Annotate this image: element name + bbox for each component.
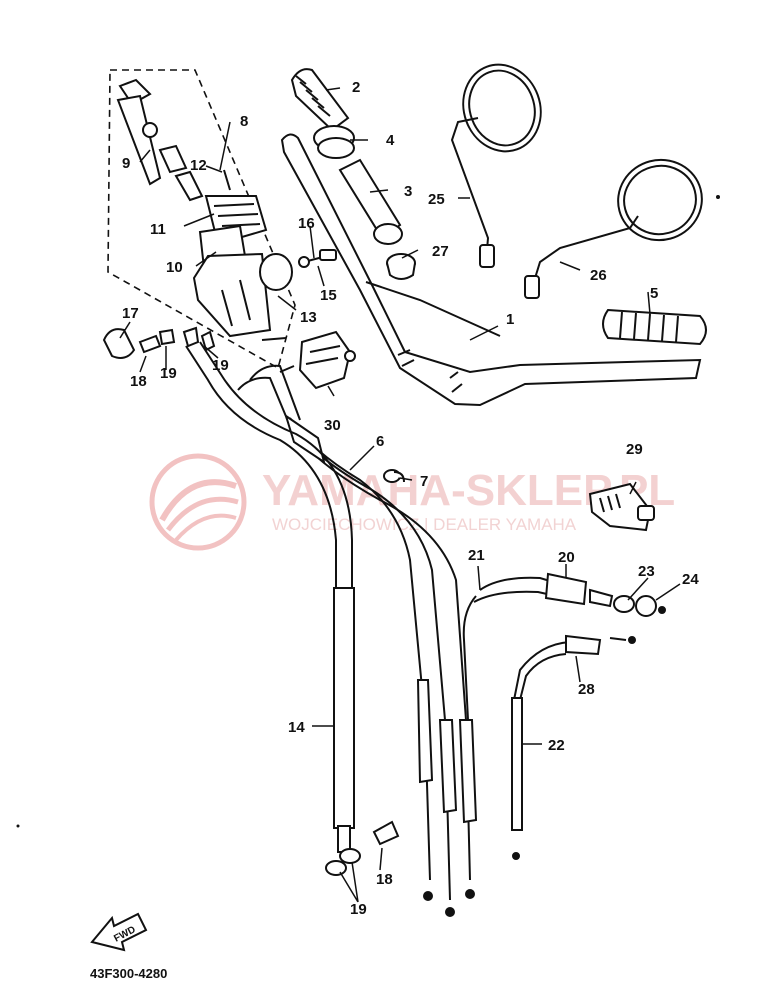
- callout-labels: 1 2 3 4 5 6 7 8 9 10 11 12 13 14 15 16 1…: [122, 79, 699, 918]
- callout-19-right: 19: [212, 357, 229, 374]
- callout-23: 23: [638, 563, 655, 580]
- callout-9: 9: [122, 155, 130, 172]
- switch-parts: [116, 78, 293, 338]
- callout-13: 13: [300, 309, 317, 326]
- throttle-housing: [261, 330, 356, 390]
- callout-19-bottom: 19: [350, 901, 367, 918]
- watermark-subtitle: WOJCIECHOWICZ | DEALER YAMAHA: [272, 515, 577, 534]
- callout-19: 19: [160, 365, 177, 382]
- callout-11: 11: [150, 221, 166, 238]
- diagram-code: 43F300-4280: [90, 966, 167, 981]
- bushing: [386, 253, 416, 280]
- callout-29: 29: [626, 441, 643, 458]
- leader-lines: [119, 87, 681, 903]
- forward-arrow-icon: [90, 912, 148, 952]
- callout-25: 25: [428, 191, 445, 208]
- mirror-right: [524, 158, 703, 299]
- callout-22: 22: [548, 737, 565, 754]
- callout-8: 8: [240, 113, 248, 130]
- clutch-cable: [185, 341, 355, 853]
- starter-cable: [462, 572, 666, 721]
- callout-24: 24: [682, 571, 699, 588]
- callout-27: 27: [432, 243, 449, 260]
- callout-5: 5: [650, 285, 658, 302]
- callout-12: 12: [190, 157, 207, 174]
- scan-speck: [16, 824, 20, 828]
- callout-30: 30: [324, 417, 341, 434]
- throttle-tube: [338, 158, 403, 245]
- watermark-logo: [149, 453, 247, 551]
- cable-clip: [383, 469, 405, 483]
- decompression-cable: [511, 634, 636, 860]
- small-fasteners: [102, 249, 337, 359]
- forward-direction-indicator: FWD: [90, 912, 148, 952]
- callout-2: 2: [352, 79, 360, 96]
- left-grip: [602, 308, 707, 346]
- switch-assembly-outline: [107, 69, 296, 370]
- callout-3: 3: [404, 183, 412, 200]
- callout-15: 15: [320, 287, 337, 304]
- grip-collar: [313, 125, 355, 159]
- callout-18: 18: [130, 373, 147, 390]
- scan-speck: [716, 195, 720, 199]
- callout-28: 28: [578, 681, 595, 698]
- callout-16: 16: [298, 215, 315, 232]
- callout-18-bottom: 18: [376, 871, 393, 888]
- callout-10: 10: [166, 259, 183, 276]
- callout-26: 26: [590, 267, 607, 284]
- callout-17: 17: [122, 305, 139, 322]
- callout-4: 4: [386, 132, 395, 149]
- switch-29: [588, 482, 655, 532]
- handlebar: [280, 133, 702, 407]
- mirror-left: [450, 63, 542, 268]
- callout-1: 1: [506, 311, 514, 328]
- callout-7: 7: [420, 473, 428, 490]
- callout-21: 21: [468, 547, 485, 564]
- throttle-grip: [290, 68, 350, 132]
- callout-20: 20: [558, 549, 575, 566]
- callout-14: 14: [288, 719, 305, 736]
- callout-6: 6: [376, 433, 384, 450]
- clutch-cable-fasteners: [325, 820, 400, 876]
- throttle-cable-bundle: [237, 364, 478, 917]
